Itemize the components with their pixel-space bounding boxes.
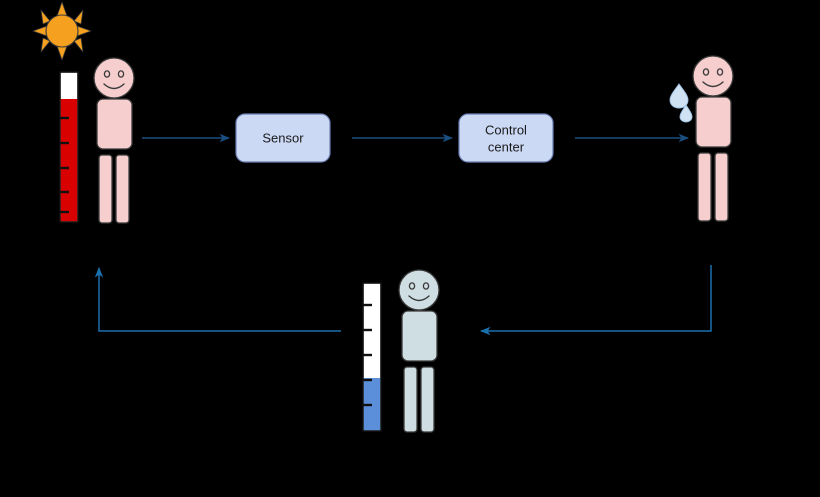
node-control-center-label-line2: center [488, 139, 525, 154]
node-sensor-label: Sensor [262, 130, 304, 145]
node-control-center-label-line1: Control [485, 122, 527, 137]
hot-person-torso [96, 98, 133, 150]
cool-thermometer [362, 282, 382, 432]
hot-thermometer [59, 71, 79, 223]
cool-person-torso [401, 310, 438, 362]
arrow-sweating-to-cool [479, 265, 712, 336]
node-control-center[interactable]: Control center [458, 113, 554, 163]
cool-person-leg-right [420, 366, 435, 433]
figure-sweating-person [669, 55, 734, 222]
cool-person-leg-left [403, 366, 418, 433]
sun-icon [32, 1, 92, 61]
sweating-person-head [692, 55, 734, 97]
hot-person-leg-right [115, 154, 130, 224]
sweating-person-leg-left [697, 152, 712, 222]
sweating-person-leg-right [714, 152, 729, 222]
sweating-person-torso [695, 96, 732, 148]
hot-person-leg-left [98, 154, 113, 224]
figure-cool-person [398, 269, 440, 433]
node-sensor[interactable]: Sensor [235, 113, 331, 163]
arrow-cool-to-hot-feedback [94, 266, 341, 332]
hot-person-head [93, 57, 135, 99]
figure-hot-person [93, 57, 135, 224]
cool-person-head [398, 269, 440, 311]
sweat-droplet-small [679, 104, 693, 123]
sweat-droplet-large [669, 83, 689, 109]
